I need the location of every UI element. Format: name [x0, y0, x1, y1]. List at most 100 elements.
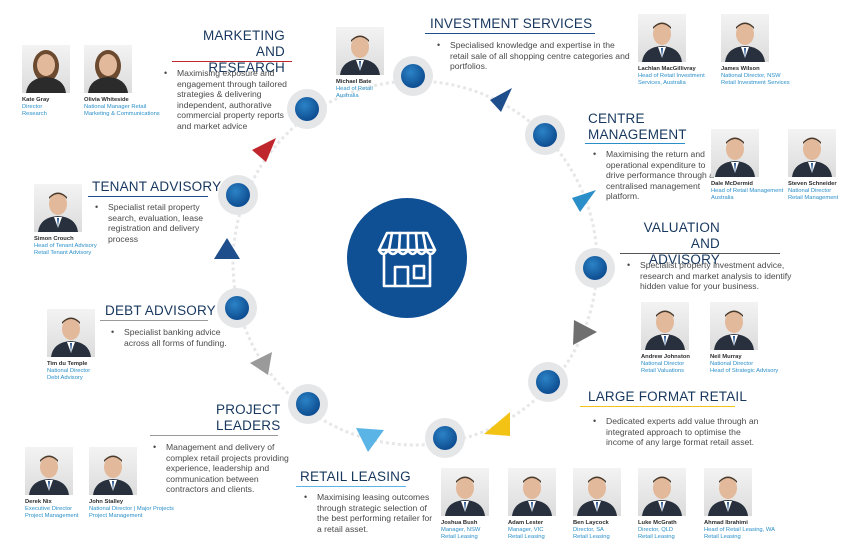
- marketing-desc: •Maximising exposure and engagement thro…: [164, 68, 287, 131]
- arrow-navy-left: [214, 238, 240, 259]
- portrait-tim: [47, 309, 95, 357]
- person-role-james: Retail Investment Services: [721, 79, 790, 86]
- debt-desc: •Specialist banking advice across all fo…: [111, 327, 227, 348]
- person-role-andrew: National Director: [641, 361, 685, 367]
- large-format-rule: [580, 406, 735, 407]
- person-name-dale: Dale McDermid: [711, 181, 753, 187]
- portrait-andrew: [641, 302, 689, 350]
- marketing-rule: [172, 61, 292, 62]
- investment-rule: [425, 33, 595, 34]
- person-role-joshua: Retail Leasing: [441, 533, 478, 540]
- person-role-ben: Director, SA: [573, 527, 604, 533]
- node-project: [288, 384, 328, 424]
- person-name-tim: Tim du Temple: [47, 361, 88, 367]
- person-role-andrew: Retail Valuations: [641, 367, 685, 374]
- portrait-james: [721, 14, 769, 62]
- person-role-ahmad: Head of Retail Leasing, WA: [704, 527, 775, 533]
- centre-rule: [585, 143, 685, 144]
- center-circle: [347, 198, 467, 318]
- person-name-ben: Ben Laycock: [573, 520, 609, 526]
- portrait-joshua: [441, 468, 489, 516]
- person-role-kate: Director: [22, 104, 43, 110]
- investment-title: INVESTMENT SERVICES: [430, 16, 593, 31]
- person-name-luke: Luke McGrath: [638, 520, 677, 526]
- storefront-icon: [377, 231, 437, 288]
- portrait-neil: [710, 302, 758, 350]
- portrait-kate: [22, 45, 70, 93]
- arrow-yellow: [484, 412, 510, 436]
- person-role-neil: National Director: [710, 361, 754, 367]
- person-role-ahmad: Retail Leasing: [704, 533, 741, 540]
- debt-title: DEBT ADVISORY: [105, 303, 216, 318]
- person-role-john: National Director | Major Projects: [89, 506, 174, 512]
- person-name-andrew: Andrew Johnston: [641, 354, 690, 360]
- portrait-derek: [25, 447, 73, 495]
- node-large-format: [528, 362, 568, 402]
- person-role-john: Project Management: [89, 512, 143, 519]
- person-name-neil: Neil Murray: [710, 354, 742, 360]
- arrow-light-blue-bottom: [356, 428, 384, 452]
- node-centre: [525, 115, 565, 155]
- person-role-luke: Director, QLD: [638, 527, 674, 533]
- person-name-john: John Stalley: [89, 499, 124, 505]
- person-role-michael: Australia: [336, 92, 359, 99]
- arrow-red: [252, 138, 276, 162]
- person-name-james: James Wilson: [721, 66, 760, 72]
- node-investment: [393, 56, 433, 96]
- node-retail-leasing: [425, 418, 465, 458]
- person-role-derek: Executive Director: [25, 506, 73, 512]
- person-role-lachlan: Services, Australia: [638, 79, 686, 86]
- person-role-simon: Head of Tenant Advisory: [34, 243, 97, 249]
- person-name-ahmad: Ahmad Ibrahimi: [704, 520, 748, 526]
- tenant-desc: •Specialist retail property search, eval…: [95, 202, 204, 244]
- arrow-grey-right: [573, 320, 597, 345]
- node-valuation: [575, 248, 615, 288]
- person-role-kate: Research: [22, 110, 47, 117]
- person-role-olivia: Marketing & Communications: [84, 110, 160, 117]
- person-role-james: National Director, NSW: [721, 73, 781, 79]
- person-name-simon: Simon Crouch: [34, 236, 74, 242]
- person-role-derek: Project Management: [25, 512, 79, 519]
- portrait-simon: [34, 184, 82, 232]
- person-name-olivia: Olivia Whiteside: [84, 97, 129, 103]
- person-role-dale: Australia: [711, 194, 734, 201]
- person-role-adam: Manager, VIC: [508, 527, 544, 533]
- person-name-lachlan: Lachlan MacGillivray: [638, 66, 696, 72]
- portrait-olivia: [84, 45, 132, 93]
- valuation-rule: [620, 253, 780, 254]
- person-role-ben: Retail Leasing: [573, 533, 610, 540]
- retail-leasing-rule: [296, 486, 406, 487]
- arrow-light-blue: [572, 190, 596, 212]
- centre-desc: •Maximising the return and operational e…: [593, 149, 714, 201]
- portrait-ben: [573, 468, 621, 516]
- person-name-adam: Adam Lester: [508, 520, 544, 526]
- arrow-navy-top: [490, 88, 512, 112]
- project-rule: [150, 435, 278, 436]
- large-format-title: LARGE FORMAT RETAIL: [588, 389, 748, 404]
- node-marketing: [287, 89, 327, 129]
- tenant-rule: [88, 196, 208, 197]
- person-role-steven: Retail Management: [788, 194, 839, 201]
- person-role-adam: Retail Leasing: [508, 533, 545, 540]
- person-role-dale: Head of Retail Management: [711, 188, 784, 194]
- tenant-title: TENANT ADVISORY: [92, 179, 222, 194]
- person-role-steven: National Director: [788, 188, 832, 194]
- person-role-neil: Head of Strategic Advisory: [710, 367, 779, 374]
- node-debt: [217, 288, 257, 328]
- valuation-desc: •Specialist property investment advice, …: [627, 260, 792, 291]
- portrait-dale: [711, 129, 759, 177]
- person-role-tim: National Director: [47, 368, 91, 374]
- portrait-john: [89, 447, 137, 495]
- person-name-steven: Steven Schneider: [788, 181, 837, 187]
- portrait-michael: [336, 27, 384, 75]
- person-role-olivia: National Manager Retail: [84, 104, 147, 110]
- retail-leasing-desc: •Maximising leasing outcomes through str…: [304, 492, 433, 534]
- retail-leasing-title: RETAIL LEASING: [300, 469, 411, 484]
- project-desc: •Management and delivery of complex reta…: [153, 442, 289, 494]
- portrait-adam: [508, 468, 556, 516]
